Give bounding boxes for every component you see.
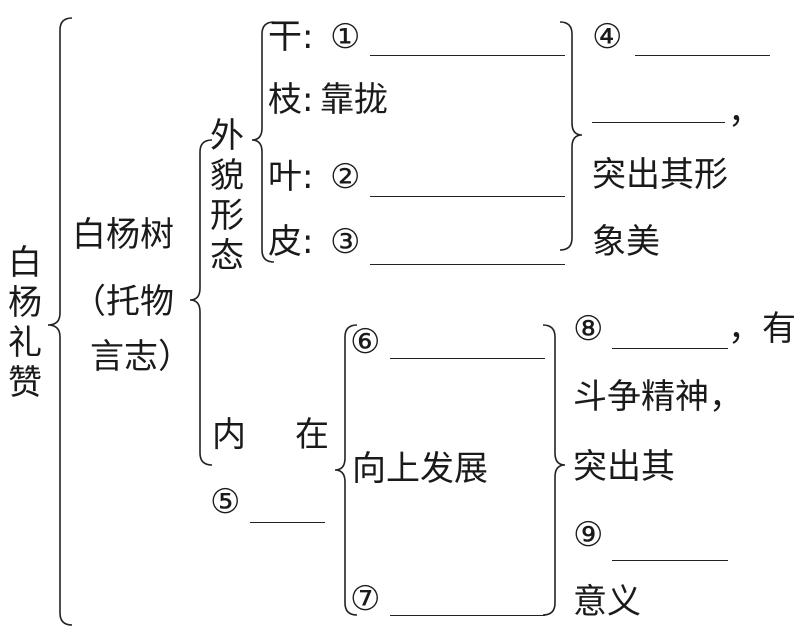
comma: ， [728,92,762,132]
row-branch-part: 枝: [268,80,314,120]
subject-note-1: （托物 [72,282,174,322]
inner-middle: 向上发展 [352,449,488,489]
blank-2[interactable] [370,196,565,197]
title: 白杨礼赞 [8,243,42,403]
blank-7-marker: ⑦ [350,579,381,619]
blank-6[interactable] [390,358,545,359]
brace-subject [189,139,213,466]
appearance-label: 外貌形态 [210,116,244,276]
appearance-summary-line4: 象美 [592,222,660,262]
inner-label-b: 在 [295,415,329,455]
blank-6-marker: ⑥ [350,322,381,362]
brace-inner-summary [542,324,566,616]
blank-8-tail: ，有 [728,309,796,349]
inner-summary-line2: 斗争精神， [573,377,743,417]
inner-label-a: 内 [212,415,246,455]
blank-5-marker: ⑤ [210,482,241,522]
row-leaf-part: 叶: [268,157,314,197]
brace-main [47,17,73,626]
row-trunk-part: 干: [268,17,314,57]
blank-4[interactable] [635,55,770,56]
blank-3-marker: ③ [330,222,361,262]
blank-4-marker: ④ [592,17,623,57]
inner-summary-line3: 突出其 [573,447,675,487]
appearance-summary-line3: 突出其形 [592,155,728,195]
subject-name: 白杨树 [72,215,174,255]
inner-summary-line5: 意义 [573,582,641,622]
row-bark-part: 皮: [268,222,314,262]
blank-8[interactable] [612,348,728,349]
brace-appearance [251,21,275,263]
row-branch-text: 靠拢 [320,80,388,120]
subject-note-2: 言志） [90,337,192,377]
blank-2-marker: ② [330,157,361,197]
blank-4-continued[interactable] [592,122,725,123]
blank-3[interactable] [370,264,565,265]
blank-7[interactable] [390,615,545,616]
blank-8-marker: ⑧ [573,309,604,349]
blank-5[interactable] [250,522,325,523]
brace-inner [334,324,358,616]
blank-1-marker: ① [330,17,361,57]
blank-1[interactable] [370,55,565,56]
brace-appearance-summary [559,21,583,251]
blank-9-marker: ⑨ [573,515,604,555]
blank-9[interactable] [612,560,728,561]
